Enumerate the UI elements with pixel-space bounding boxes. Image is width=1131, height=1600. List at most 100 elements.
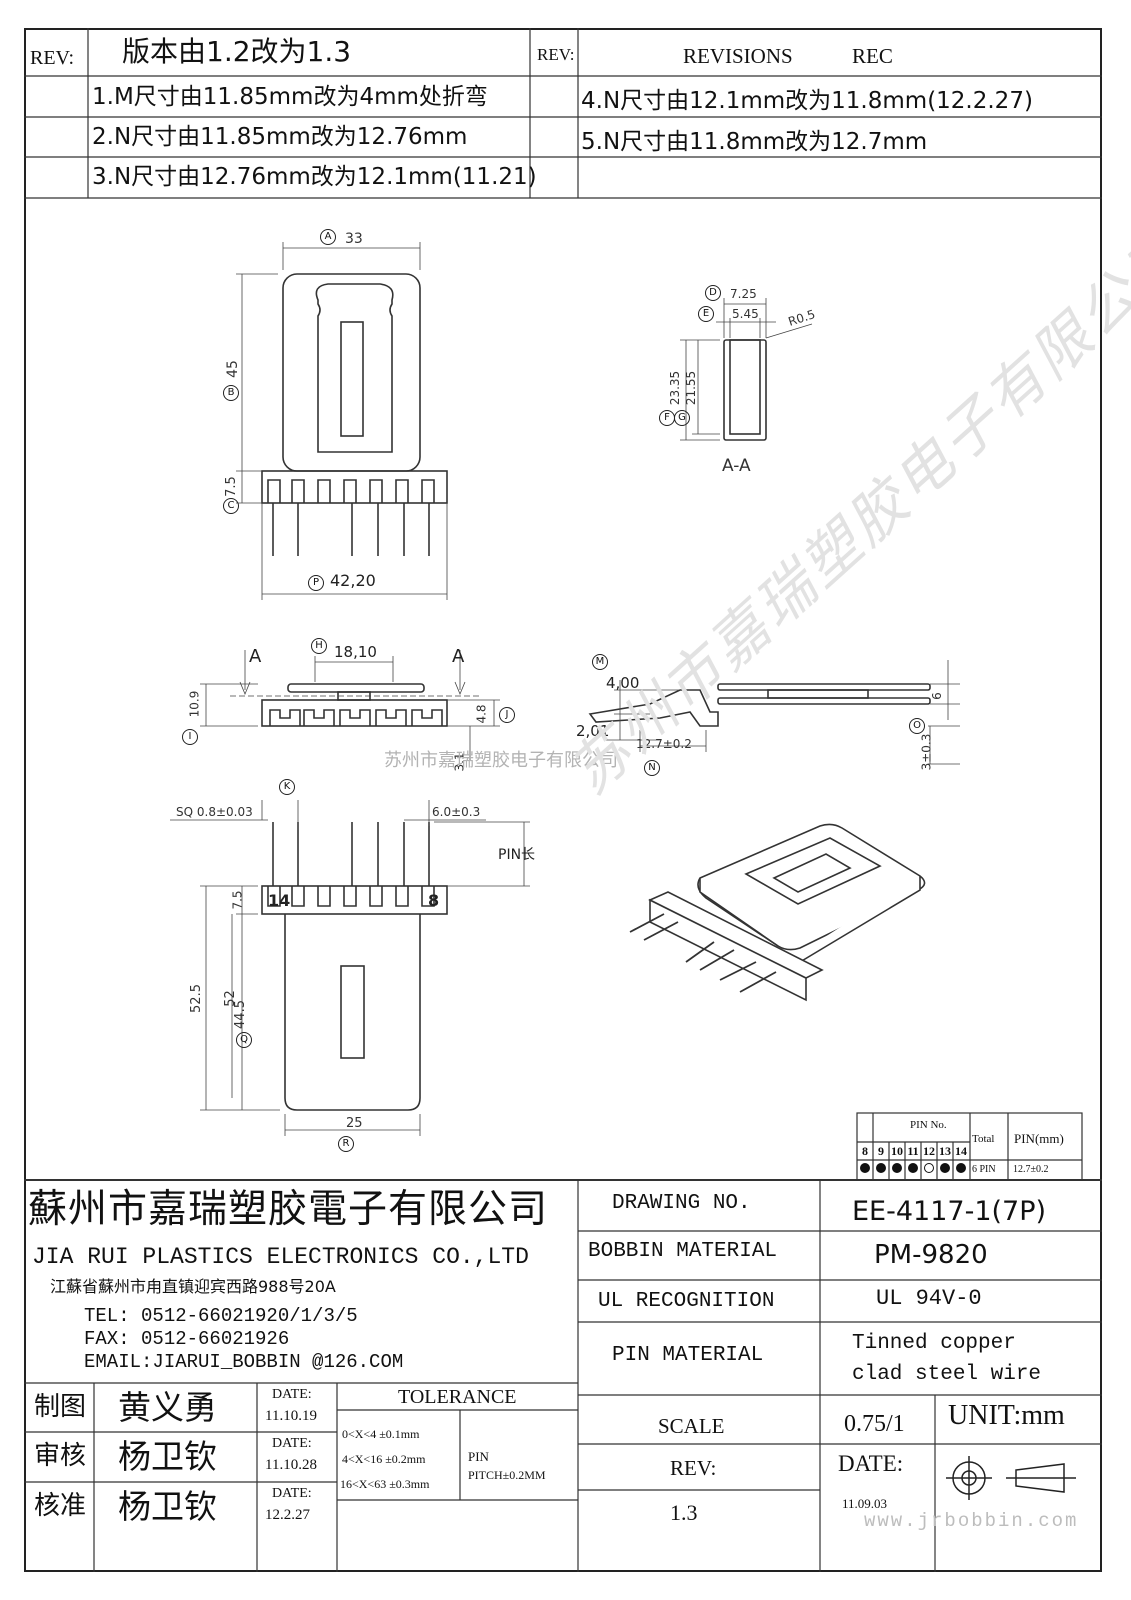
rev-value: 1.3 bbox=[670, 1500, 698, 1525]
revision-item-3: 3.N尺寸由12.76mm改为12.1mm(11.21) bbox=[92, 164, 537, 190]
dim-o2: 3±0.3 bbox=[919, 733, 934, 771]
pin-material-label: PIN MATERIAL bbox=[612, 1344, 764, 1367]
dim-i: 10.9 bbox=[187, 690, 202, 718]
approval-date-label: DATE: bbox=[272, 1387, 312, 1402]
approval-role: 审核 bbox=[34, 1441, 87, 1471]
dim-25: 25 bbox=[346, 1116, 363, 1131]
revision-item-4: 4.N尺寸由12.1mm改为11.8mm(12.2.27) bbox=[581, 88, 1033, 114]
pin-filled-dot bbox=[892, 1163, 902, 1173]
pin-material-line2: clad steel wire bbox=[852, 1363, 1042, 1386]
company-name-en: JIA RUI PLASTICS ELECTRONICS CO.,LTD bbox=[32, 1244, 529, 1270]
dim-7-5-bottom: 7.5 bbox=[230, 890, 245, 910]
pin-pitch-label: PIN(mm) bbox=[1014, 1131, 1064, 1146]
callout-letter-r: R bbox=[338, 1136, 354, 1152]
company-address: 江蘇省蘇州市甪直镇迎宾西路988号20A bbox=[50, 1277, 336, 1296]
section-mark-right: A bbox=[452, 646, 465, 667]
ul-label: UL RECOGNITION bbox=[598, 1290, 775, 1313]
dim-52-5: 52.5 bbox=[188, 984, 204, 1013]
callout-letter-j: J bbox=[499, 707, 515, 723]
date-value: 11.09.03 bbox=[842, 1496, 888, 1511]
dim-q: 44.5 bbox=[232, 1000, 248, 1029]
pin-empty-dot bbox=[924, 1163, 934, 1173]
revision-item-2: 2.N尺寸由11.85mm改为12.76mm bbox=[92, 124, 468, 150]
dim-n: 12.7±0.2 bbox=[636, 737, 692, 751]
callout-letter-n: N bbox=[644, 760, 660, 776]
rev-label: REV: bbox=[670, 1456, 717, 1480]
callout-letter-h: H bbox=[311, 638, 327, 654]
dim-g: 21.55 bbox=[684, 370, 699, 406]
dim-p: 42,20 bbox=[330, 571, 376, 590]
callout-letter-e: E bbox=[698, 306, 714, 322]
pin-number-left: 14 bbox=[268, 891, 291, 910]
callout-letter-k: K bbox=[279, 779, 295, 795]
callout-letter-a: A bbox=[320, 229, 336, 245]
unit-value: UNIT:mm bbox=[948, 1400, 1065, 1431]
tolerance-title: TOLERANCE bbox=[398, 1386, 517, 1408]
pin-number-12: 12 bbox=[923, 1144, 935, 1158]
website-watermark: www.jrbobbin.com bbox=[864, 1510, 1079, 1532]
pin-number-8: 8 bbox=[862, 1144, 868, 1158]
scale-label: SCALE bbox=[658, 1414, 725, 1438]
pin-length-label: PIN长 bbox=[498, 847, 536, 863]
dim-o: 6 bbox=[929, 692, 944, 700]
dim-e: 5.45 bbox=[732, 307, 759, 321]
company-tel: TEL: 0512-66021920/1/3/5 bbox=[84, 1305, 358, 1327]
rev-label-left: REV: bbox=[30, 47, 75, 69]
date-label: DATE: bbox=[838, 1451, 904, 1476]
callout-letter-d: D bbox=[705, 285, 721, 301]
callout-letter-m: M bbox=[592, 654, 608, 670]
dim-b: 45 bbox=[224, 360, 241, 378]
pin-total-label: Total bbox=[972, 1133, 995, 1145]
callout-letter-p: P bbox=[308, 575, 324, 591]
pin-pitch-value: 12.7±0.2 bbox=[1013, 1164, 1049, 1175]
material-value: PM-9820 bbox=[874, 1240, 988, 1270]
approval-name: 杨卫钦 bbox=[118, 1437, 217, 1476]
tolerance-pitch: PITCH±0.2MM bbox=[468, 1468, 546, 1482]
tolerance-pin: PIN bbox=[468, 1449, 489, 1464]
pin-number-9: 9 bbox=[878, 1144, 884, 1158]
approval-date: 11.10.28 bbox=[265, 1457, 317, 1473]
section-label: A-A bbox=[722, 456, 751, 476]
callout-letter-f: F bbox=[659, 410, 675, 426]
section-mark-left: A bbox=[249, 646, 262, 667]
watermark-text: 苏州市嘉瑞塑胶电子有限公司 bbox=[384, 750, 618, 771]
tolerance-row-2: 4<X<16 ±0.2mm bbox=[342, 1452, 426, 1466]
revision-item-5: 5.N尺寸由11.8mm改为12.7mm bbox=[581, 129, 928, 155]
approval-date-label: DATE: bbox=[272, 1436, 312, 1451]
company-name-cn: 蘇州市嘉瑞塑胶電子有限公司 bbox=[28, 1187, 549, 1232]
dim-k: 6.0±0.3 bbox=[432, 805, 481, 819]
scale-value: 0.75/1 bbox=[844, 1411, 905, 1437]
rec-header: REC bbox=[852, 44, 893, 68]
approval-date: 11.10.19 bbox=[265, 1408, 317, 1424]
callout-letter-b: B bbox=[223, 385, 239, 401]
tolerance-row-1: 0<X<4 ±0.1mm bbox=[342, 1427, 420, 1441]
pin-table-header: PIN No. bbox=[910, 1119, 947, 1131]
dim-m2: 2,01 bbox=[576, 722, 610, 740]
pin-number-13: 13 bbox=[939, 1144, 951, 1158]
pin-filled-dot bbox=[876, 1163, 886, 1173]
dim-sq: SQ 0.8±0.03 bbox=[176, 805, 253, 819]
pin-total-value: 6 PIN bbox=[972, 1164, 996, 1175]
company-email: EMAIL:JIARUI_BOBBIN @126.COM bbox=[84, 1351, 404, 1373]
dim-m: 4,00 bbox=[606, 674, 640, 692]
pin-number-right: 8 bbox=[428, 891, 440, 910]
dim-h: 18,10 bbox=[334, 643, 377, 661]
revisions-header: REVISIONS bbox=[683, 44, 793, 68]
drawing-no: EE-4117-1(7P) bbox=[852, 1196, 1047, 1227]
ul-value: UL 94V-0 bbox=[876, 1286, 982, 1311]
approval-date: 12.2.27 bbox=[265, 1507, 310, 1523]
callout-letter-q: Q bbox=[236, 1032, 252, 1048]
dim-d: 7.25 bbox=[730, 287, 757, 301]
dim-j: 4.8 bbox=[474, 704, 489, 724]
callout-letter-c: C bbox=[223, 498, 239, 514]
pin-filled-dot bbox=[860, 1163, 870, 1173]
callout-letter-i: I bbox=[182, 729, 198, 745]
material-label: BOBBIN MATERIAL bbox=[588, 1240, 778, 1263]
approval-date-label: DATE: bbox=[272, 1486, 312, 1501]
rev-title: 版本由1.2改为1.3 bbox=[122, 35, 352, 68]
approval-name: 黄义勇 bbox=[118, 1388, 217, 1427]
approval-name: 杨卫钦 bbox=[118, 1487, 217, 1526]
tolerance-row-3: 16<X<63 ±0.3mm bbox=[340, 1477, 430, 1491]
callout-letter-o: O bbox=[909, 718, 925, 734]
